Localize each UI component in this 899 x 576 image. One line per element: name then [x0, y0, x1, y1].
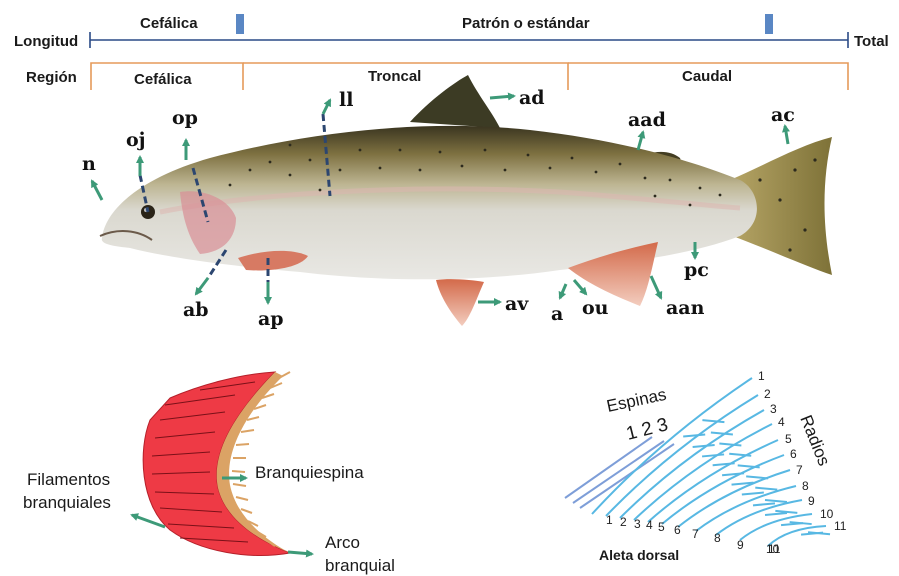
pelvic-fin: [436, 279, 484, 326]
label-op: op: [172, 107, 198, 129]
arrow-ab: [196, 278, 208, 294]
arrow-n: [92, 181, 102, 200]
arrow-ad: [490, 96, 514, 98]
label-aan: aan: [666, 297, 705, 319]
arrow-aan: [651, 276, 661, 298]
right-ray-number: 7: [796, 463, 803, 477]
right-ray-number: 4: [778, 415, 785, 429]
gill-arch-illustration: Filamentos branquiales Branquiespina Arc…: [23, 372, 395, 575]
label-av: av: [505, 293, 529, 315]
label-ap: ap: [258, 308, 284, 330]
right-ray-number: 9: [808, 494, 815, 508]
fin-spines: [565, 437, 674, 508]
length-row-label: Longitud: [14, 33, 78, 50]
right-ray-number: 10: [820, 507, 834, 521]
fin-ray-branch: [753, 503, 775, 505]
label-pc: pc: [684, 259, 709, 281]
right-ray-number: 1: [758, 369, 765, 383]
dorsal-fin-caption: Aleta dorsal: [599, 547, 679, 563]
bottom-ray-number: 2: [620, 515, 627, 529]
cephalic-length-label: Cefálica: [140, 15, 198, 32]
arrow-ac: [785, 126, 788, 144]
label-ou: ou: [582, 297, 609, 319]
fin-ray-branch: [742, 493, 764, 495]
bottom-ray-number: 1: [606, 513, 613, 527]
total-length-label: Total: [854, 33, 889, 50]
arch-label-line1: Arco: [325, 533, 360, 552]
cephalic-length-marker: [236, 14, 244, 34]
right-ray-number: 5: [785, 432, 792, 446]
bottom-ray-number: 7: [692, 527, 699, 541]
fin-ray-branch: [683, 434, 705, 436]
arrow-aad: [638, 132, 643, 150]
right-ray-number: 6: [790, 447, 797, 461]
rays-title: Radios: [796, 412, 833, 468]
region-row-label: Región: [26, 69, 77, 86]
label-ad: ad: [519, 87, 545, 109]
fin-ray-branch: [711, 433, 733, 435]
rakers-label: Branquiespina: [255, 463, 364, 482]
fin-ray-branch: [702, 454, 724, 456]
trout-illustration: [100, 75, 832, 326]
label-n: n: [82, 153, 96, 175]
fin-ray-branch: [775, 511, 797, 513]
bottom-ray-number: 11: [768, 542, 781, 556]
right-ray-number: 2: [764, 387, 771, 401]
arch-label-line2: branquial: [325, 556, 395, 575]
right-ray-number: 8: [802, 479, 809, 493]
standard-length-marker: [765, 14, 773, 34]
label-a: a: [551, 303, 563, 325]
label-ac: ac: [771, 104, 795, 126]
label-ll: ll: [339, 89, 353, 111]
standard-length-label: Patrón o estándar: [462, 15, 590, 32]
caudal-region-label: Caudal: [682, 68, 732, 85]
trunk-region-label: Troncal: [368, 68, 421, 85]
spines-title: Espinas: [605, 385, 668, 416]
label-aad: aad: [628, 109, 666, 131]
cephalic-region-label: Cefálica: [134, 71, 192, 88]
fin-ray: [740, 514, 812, 540]
fin-ray: [606, 395, 758, 516]
spine-numbers: 1 2 3: [624, 414, 670, 445]
bottom-ray-number: 6: [674, 523, 681, 537]
arrow-ll: [323, 100, 330, 114]
fin-ray-branch: [765, 500, 787, 502]
fin-ray-branch: [719, 443, 741, 445]
bottom-ray-number: 3: [634, 517, 641, 531]
right-ray-number: 11: [834, 519, 847, 533]
label-ab: ab: [183, 299, 209, 321]
arrow-ou: [574, 280, 586, 294]
spine-2: [573, 441, 664, 503]
fin-ray-branch: [755, 488, 777, 490]
fin-ray-branch: [765, 513, 787, 515]
dorsal-fin: [410, 75, 500, 128]
right-ray-number: 3: [770, 402, 777, 416]
length-bar: Longitud Cefálica Patrón o estándar Tota…: [14, 14, 889, 50]
bottom-ray-number: 8: [714, 531, 721, 545]
bottom-ray-number: 9: [737, 538, 744, 552]
bottom-ray-number: 5: [658, 520, 665, 534]
dorsal-fin-illustration: Espinas 1 2 3 Radios Aleta dorsal 123456…: [565, 369, 847, 563]
arrow-arch: [288, 552, 312, 554]
region-brackets: Región Cefálica Troncal Caudal: [26, 63, 848, 90]
arrow-a: [560, 284, 566, 298]
label-oj: oj: [126, 129, 146, 151]
filaments-label-line1: Filamentos: [27, 470, 110, 489]
bottom-ray-number: 4: [646, 518, 653, 532]
filaments-label-line2: branquiales: [23, 493, 111, 512]
fin-ray-branch: [702, 420, 724, 422]
